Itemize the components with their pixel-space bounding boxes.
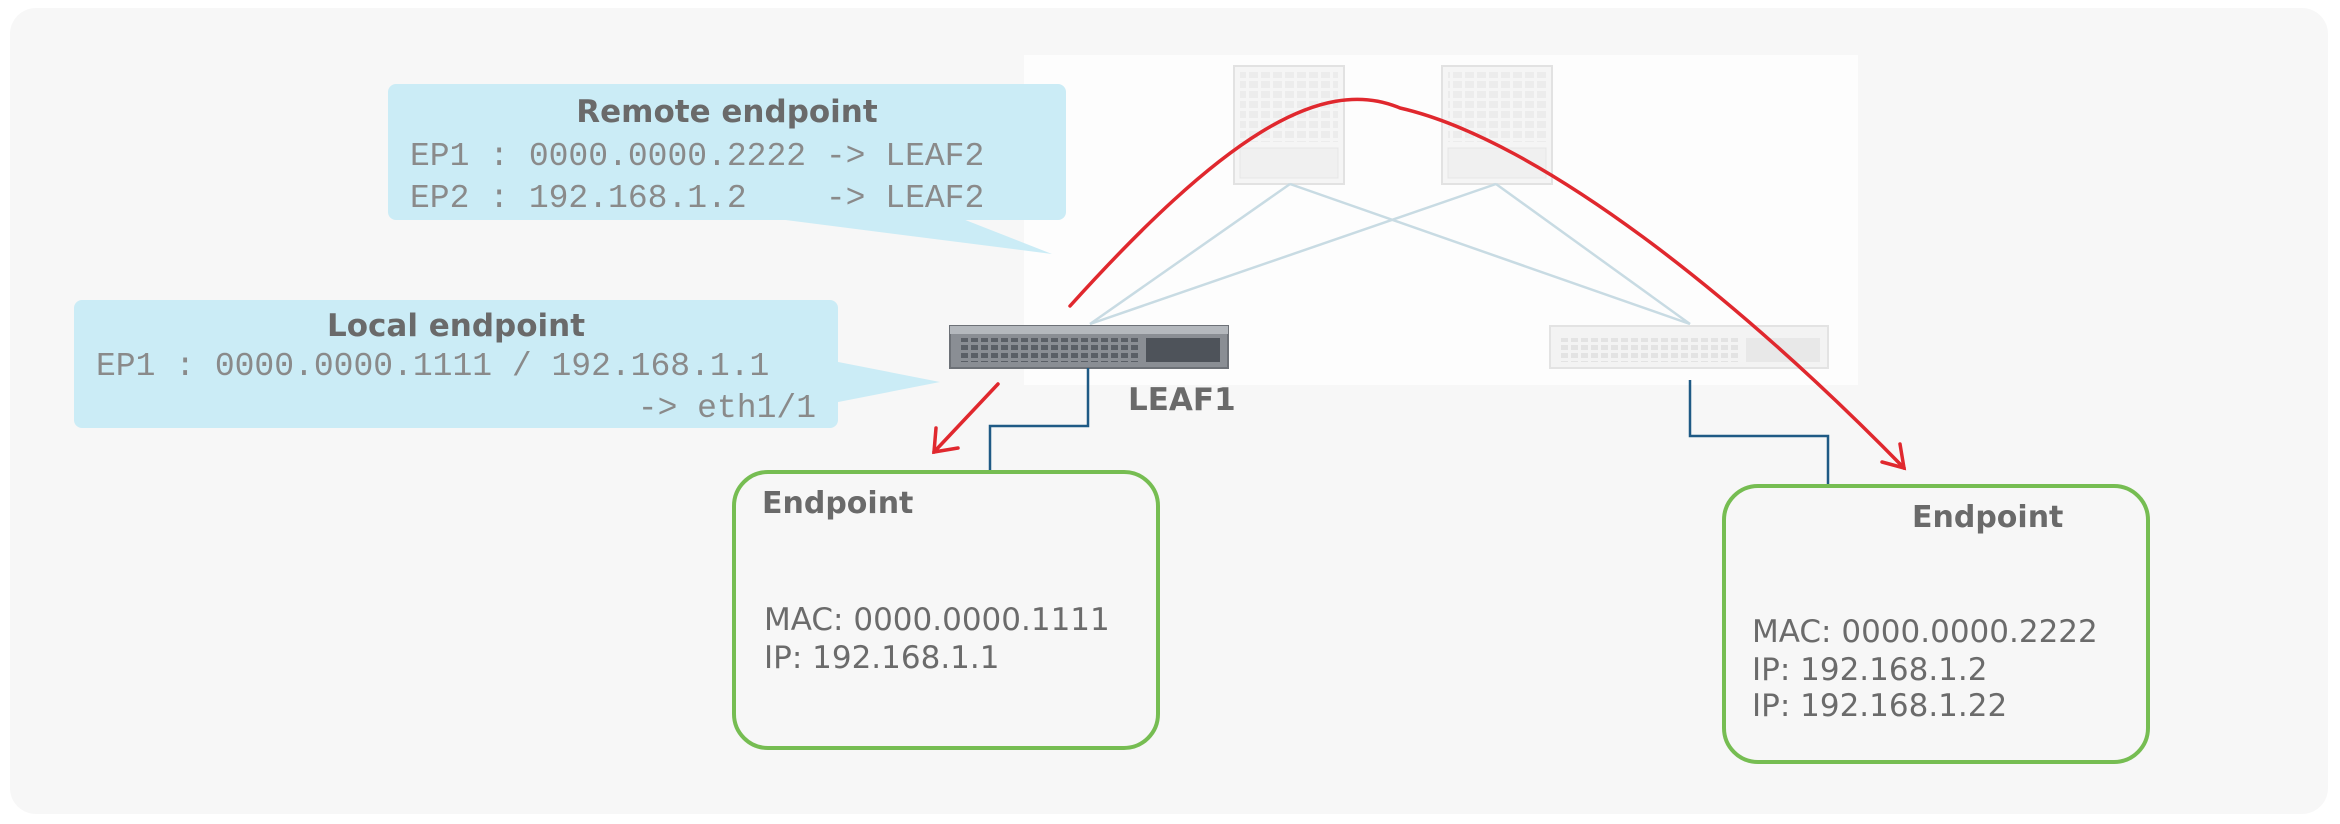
remote-callout-line1: EP1 : 0000.0000.2222 -> LEAF2 [410,138,985,175]
local-callout-title: Local endpoint [326,308,586,344]
remote-callout-line2: EP2 : 192.168.1.2 -> LEAF2 [410,180,985,217]
access-links [988,368,1830,502]
local-callout-line1: EP1 : 0000.0000.1111 / 192.168.1.1 [96,348,770,385]
remote-callout-tail [770,214,1052,254]
fabric-links [1089,182,1691,326]
leaf2-switch [1549,325,1829,369]
endpoint2-mac: MAC: 0000.0000.2222 [1752,614,2098,650]
spine-switch-1 [1233,65,1345,185]
local-flow-arrow [932,382,1000,455]
endpoint1-box: Endpoint MAC: 0000.0000.1111 IP: 192.168… [732,470,1160,750]
endpoint2-title: Endpoint [1912,500,2064,535]
remote-endpoint-callout: Remote endpoint EP1 : 0000.0000.2222 -> … [388,84,1066,220]
endpoint2-ip1: IP: 192.168.1.2 [1752,652,1988,688]
local-endpoint-callout: Local endpoint EP1 : 0000.0000.1111 / 19… [74,300,838,428]
leaf1-label: LEAF1 [1128,382,1236,418]
local-callout-line2: -> eth1/1 [637,390,816,427]
endpoint2-ip2: IP: 192.168.1.22 [1752,688,2008,724]
remote-flow-arrow [1068,97,1907,471]
endpoint1-mac: MAC: 0000.0000.1111 [764,602,1110,638]
local-callout-tail [828,360,940,404]
endpoint2-box: Endpoint MAC: 0000.0000.2222 IP: 192.168… [1722,484,2150,764]
endpoint1-title: Endpoint [762,486,914,521]
leaf1-switch [949,325,1229,369]
remote-callout-title: Remote endpoint [576,94,878,130]
endpoint1-ip: IP: 192.168.1.1 [764,640,1000,676]
